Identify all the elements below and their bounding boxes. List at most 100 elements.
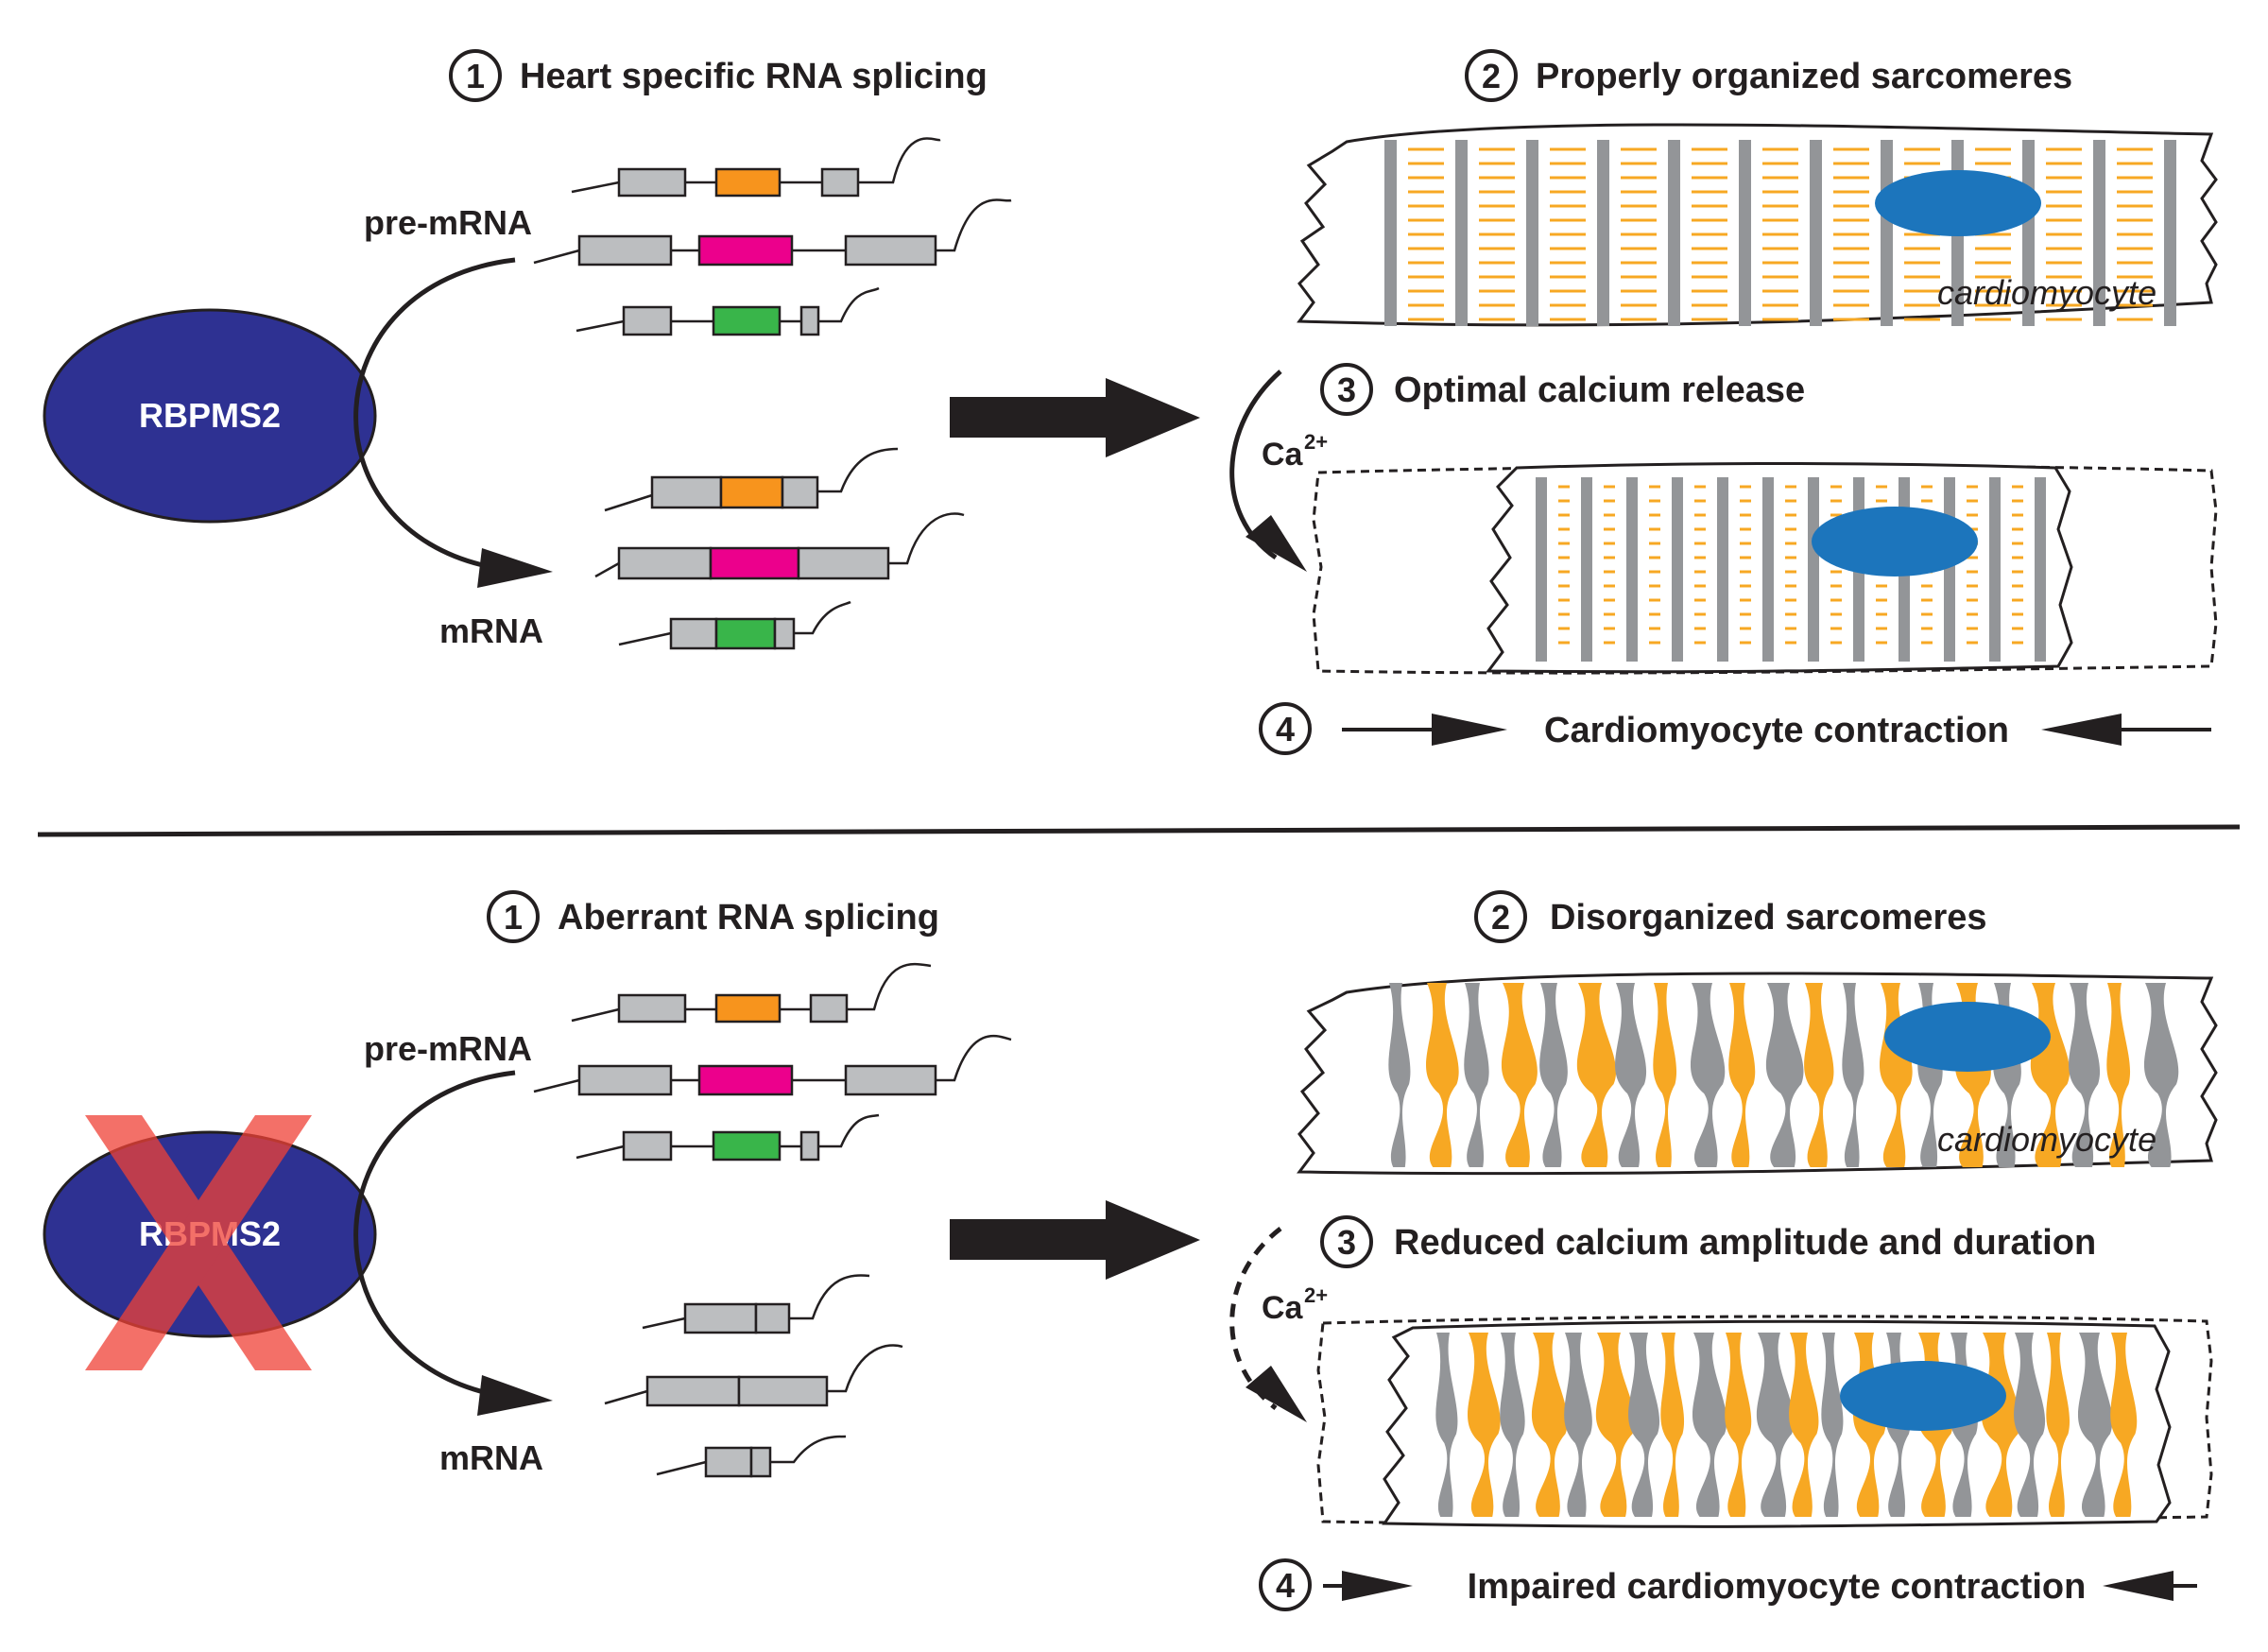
exon-magenta	[697, 234, 794, 267]
step-number: 2	[1491, 898, 1510, 937]
disorganized-band	[2106, 983, 2131, 1167]
splicing-arc	[353, 257, 516, 570]
exon-gray	[622, 1130, 673, 1162]
step-title: Heart specific RNA splicing	[520, 57, 988, 96]
z-disk	[1536, 477, 1547, 662]
nucleus	[1884, 1002, 2051, 1072]
disorganized-band	[1500, 1333, 1525, 1517]
step-number-circle	[487, 890, 540, 943]
z-disk	[1672, 477, 1683, 662]
z-disk	[1989, 477, 2001, 662]
z-disk	[1881, 140, 1893, 326]
disorganized-band	[1842, 983, 1864, 1167]
panel-divider	[37, 824, 2241, 837]
nucleus	[1875, 170, 2041, 236]
cell-label: cardiomyocyte	[1937, 1120, 2156, 1159]
pre-mrna-transcript-1	[571, 137, 941, 198]
mrna-transcript-2	[594, 512, 965, 580]
exon-gray	[577, 234, 673, 267]
disorganized-band	[1690, 983, 1726, 1167]
step-number-circle	[1320, 1215, 1373, 1268]
mrna-transcript-1	[642, 1274, 870, 1334]
organized-cardiomyocyte: cardiomyocyte	[1297, 123, 2218, 327]
exon-gray	[737, 1375, 829, 1407]
top-panel: 1 Heart specific RNA splicing RBPMS2 pre…	[43, 49, 2218, 755]
disorganized-band	[1728, 983, 1756, 1167]
step-title: Reduced calcium amplitude and duration	[1394, 1223, 2096, 1263]
step-title: Aberrant RNA splicing	[558, 898, 939, 938]
disorganized-band	[2014, 1333, 2046, 1517]
disorganized-band	[1765, 983, 1804, 1167]
z-disk	[1384, 140, 1397, 326]
big-arrow-right	[950, 378, 1200, 457]
z-disk	[1739, 140, 1751, 326]
step-number: 1	[504, 898, 523, 937]
z-disk	[2093, 140, 2105, 326]
exon-gray	[797, 546, 890, 580]
z-disk	[1668, 140, 1680, 326]
disorganized-band	[1468, 1333, 1501, 1517]
contracted-cardiomyocyte	[1312, 461, 2218, 675]
exon-gray	[577, 1064, 673, 1096]
disorganized-band	[1576, 983, 1617, 1167]
cell-label: cardiomyocyte	[1937, 273, 2156, 312]
disorganized-band	[1539, 983, 1568, 1167]
exon-gray	[844, 1064, 937, 1096]
mrna-transcript-3	[618, 600, 851, 650]
z-disk	[1762, 477, 1774, 662]
pre-mrna-transcript-2	[533, 1034, 1012, 1096]
exon-magenta	[697, 1064, 794, 1096]
exon-green	[714, 617, 777, 650]
exon-orange	[714, 993, 782, 1024]
z-disk	[1944, 477, 1955, 662]
sarcomere-bands	[1384, 140, 2176, 326]
disorganized-band	[1464, 983, 1489, 1167]
pre-mrna-label: pre-mRNA	[364, 1029, 532, 1068]
exon-gray	[781, 475, 819, 509]
mrna-transcript-3	[656, 1435, 847, 1478]
pre-mrna-transcript-1	[571, 962, 932, 1024]
step-title: Properly organized sarcomeres	[1536, 57, 2072, 96]
disorganized-band	[1501, 983, 1538, 1167]
mrna-transcript-1	[604, 447, 899, 512]
mrna-label: mRNA	[439, 611, 543, 650]
disorganized-band	[1804, 983, 1834, 1167]
step-number-circle	[1259, 1558, 1312, 1611]
exon-magenta	[709, 546, 800, 580]
step-number-circle	[449, 49, 502, 102]
exon-gray	[645, 1375, 741, 1407]
disorganized-cardiomyocyte: cardiomyocyte	[1297, 972, 2218, 1176]
exon-gray	[773, 617, 796, 650]
contraction-arrowhead-right	[2103, 1571, 2174, 1601]
step-number-circle	[1259, 702, 1312, 755]
pre-mrna-label: pre-mRNA	[364, 203, 532, 242]
step-number-circle	[1474, 890, 1527, 943]
step-title: Disorganized sarcomeres	[1550, 898, 1987, 938]
splicing-arc	[353, 1070, 516, 1397]
step-number: 4	[1276, 710, 1295, 749]
disorganized-band	[1692, 1333, 1727, 1517]
nucleus	[1812, 507, 1978, 576]
top-rbpms2-protein: RBPMS2	[43, 308, 377, 524]
exon-orange	[719, 475, 784, 509]
exon-gray	[683, 1302, 758, 1334]
disorganized-band	[1388, 983, 1411, 1167]
exon-green	[712, 1130, 782, 1162]
z-disk	[2035, 477, 2046, 662]
disorganized-band	[1426, 983, 1459, 1167]
step-number: 3	[1337, 1223, 1356, 1262]
z-disk	[1626, 477, 1638, 662]
knockout-cross-icon	[85, 1115, 312, 1370]
step-number: 1	[466, 57, 485, 95]
mrna-arrowhead	[477, 1375, 553, 1416]
z-disk	[1808, 477, 1819, 662]
disorganized-band	[1653, 983, 1677, 1167]
exon-gray	[704, 1446, 753, 1478]
partially-contracted-cardiomyocyte	[1316, 1315, 2213, 1528]
step-title: Optimal calcium release	[1394, 370, 1805, 410]
top-step2-heading: 2 Properly organized sarcomeres	[1465, 49, 2072, 102]
step-number-circle	[1465, 49, 1518, 102]
exon-gray	[617, 167, 687, 198]
pre-mrna-transcript-3	[576, 286, 880, 336]
bottom-panel: 1 Aberrant RNA splicing RBPMS2 pre-mRNA …	[43, 890, 2218, 1611]
